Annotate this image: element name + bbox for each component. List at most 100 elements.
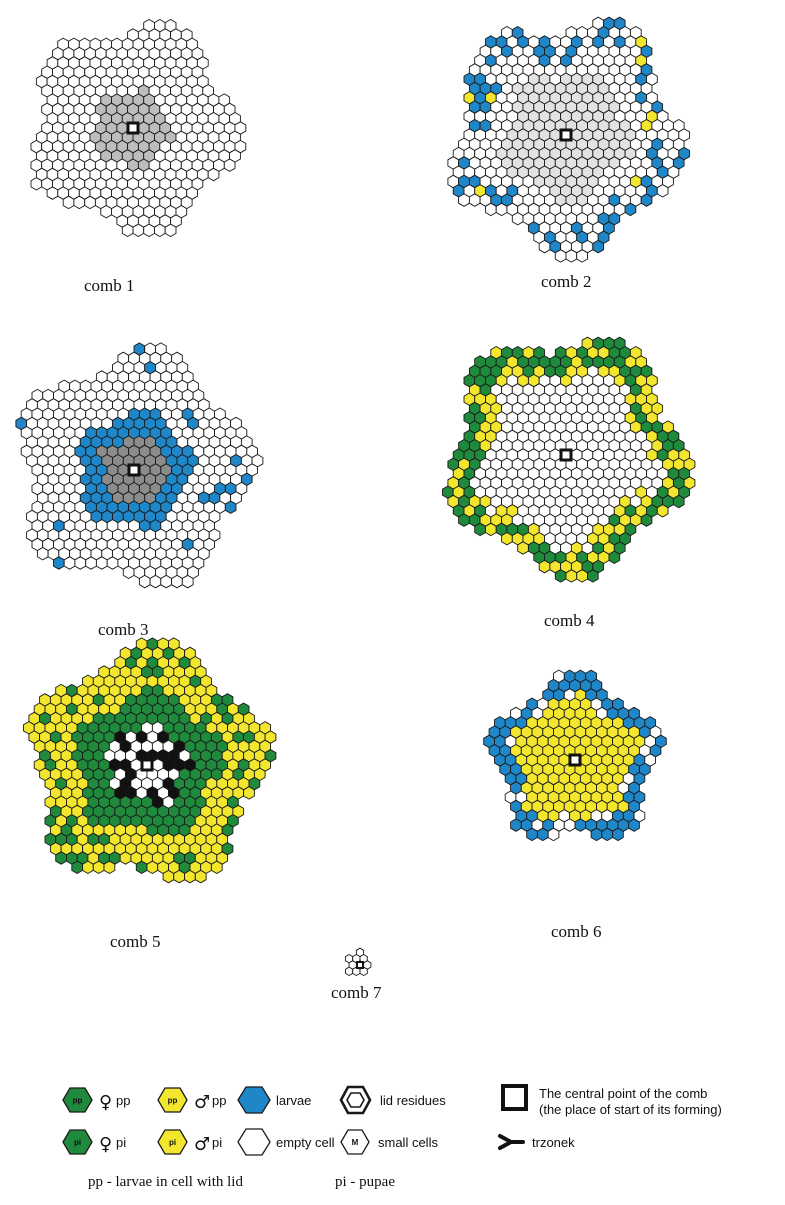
female-symbol-icon: ♀ <box>99 1134 112 1155</box>
comb-cell <box>629 819 640 831</box>
central-point-square-icon <box>561 450 571 460</box>
central-point-square-icon <box>357 962 363 968</box>
legend-lid-residues: lid residues <box>341 1087 446 1113</box>
comb-cell <box>47 187 58 199</box>
legend-footnote-pp: pp - larvae in cell with lid <box>88 1174 243 1190</box>
comb-cell <box>72 861 83 873</box>
comb-cell <box>641 514 652 526</box>
legend: pp ♀ pp pp ♂ pp larvae lid residues The … <box>63 1086 722 1190</box>
comb-cell <box>539 240 550 252</box>
female-symbol-icon: ♀ <box>99 1092 112 1113</box>
comb-cell <box>147 861 158 873</box>
trzonek-icon <box>500 1136 523 1148</box>
male-symbol-icon: ♂ <box>194 1134 210 1155</box>
larvae-hexagon-icon <box>238 1087 270 1113</box>
legend-female-pi: pi ♀ pi <box>63 1130 126 1155</box>
comb-cell <box>139 575 150 587</box>
comb-cell <box>346 967 353 975</box>
comb-cell <box>593 240 604 252</box>
comb-cell <box>123 566 134 578</box>
legend-female-pi-label: pi <box>116 1135 126 1150</box>
legend-male-pi-label: pi <box>212 1135 222 1150</box>
green-pp-inner: pp <box>73 1096 83 1105</box>
comb-cell <box>511 819 522 831</box>
comb-cell <box>63 196 74 208</box>
comb-cell <box>577 570 588 582</box>
legend-footnote-pi: pi - pupae <box>335 1174 395 1190</box>
comb-cell <box>548 828 559 840</box>
comb-cell <box>244 787 255 799</box>
comb-cell <box>161 575 172 587</box>
comb-cell <box>37 548 48 560</box>
comb-cell <box>104 861 115 873</box>
comb-cell <box>185 870 196 882</box>
legend-trzonek: trzonek <box>500 1135 575 1150</box>
central-point-square-icon <box>129 465 139 475</box>
comb-cell <box>122 224 133 236</box>
comb-2-label: comb 2 <box>541 272 592 291</box>
comb-cell <box>165 224 176 236</box>
comb-cell <box>208 168 219 180</box>
central-point-square-icon <box>142 760 152 770</box>
legend-central-point: The central point of the comb (the place… <box>503 1086 722 1117</box>
comb-cell <box>74 196 85 208</box>
comb-cell <box>657 505 668 517</box>
comb-cell <box>172 575 183 587</box>
comb-cell <box>577 250 588 262</box>
comb-cell <box>566 250 577 262</box>
empty-cell-hexagon-icon <box>238 1129 270 1155</box>
comb-cell <box>195 870 206 882</box>
legend-male-pi: pi ♂ pi <box>158 1130 222 1155</box>
comb-cell <box>564 819 575 831</box>
comb-cell <box>54 557 65 569</box>
comb-cell <box>486 203 497 215</box>
comb-cell <box>101 206 112 218</box>
male-symbol-icon: ♂ <box>194 1092 210 1113</box>
comb-cell <box>502 533 513 545</box>
comb-cell <box>537 828 548 840</box>
comb-cell <box>182 575 193 587</box>
comb-cell <box>86 557 97 569</box>
legend-lid-residues-label: lid residues <box>380 1093 446 1108</box>
comb-4-label: comb 4 <box>544 611 595 630</box>
legend-empty-cell: empty cell <box>238 1129 335 1155</box>
comb-cell <box>133 224 144 236</box>
legend-male-pp: pp ♂ pp <box>158 1088 226 1113</box>
legend-male-pp-label: pp <box>212 1093 226 1108</box>
comb-cell <box>657 185 668 197</box>
legend-larvae-label: larvae <box>276 1093 311 1108</box>
comb-cell <box>31 178 42 190</box>
comb-cell <box>591 828 602 840</box>
comb-cell <box>96 557 107 569</box>
central-point-square-icon <box>128 123 138 133</box>
comb-cell <box>93 861 104 873</box>
comb-cell <box>566 570 577 582</box>
comb-cell <box>527 828 538 840</box>
legend-larvae: larvae <box>238 1087 311 1113</box>
comb-cell <box>85 196 96 208</box>
legend-central-point-line2: (the place of start of its forming) <box>539 1102 722 1117</box>
comb-cell <box>224 159 235 171</box>
comb-cell <box>588 570 599 582</box>
comb-1-label: comb 1 <box>84 276 135 295</box>
comb-cell <box>459 514 470 526</box>
comb-cell <box>155 224 166 236</box>
comb-cell <box>56 852 67 864</box>
lid-residues-hexagon-icon <box>341 1087 370 1113</box>
comb-cell <box>174 870 185 882</box>
comb-cell <box>459 194 470 206</box>
legend-small-cells: M small cells <box>341 1130 438 1154</box>
comb-cell <box>613 828 624 840</box>
comb-7-label: comb 7 <box>331 983 382 1002</box>
comb-cell <box>136 861 147 873</box>
comb-cell <box>641 194 652 206</box>
comb-cell <box>673 495 684 507</box>
comb-cell <box>150 575 161 587</box>
comb-5-label: comb 5 <box>110 932 161 951</box>
yellow-pi-inner: pi <box>169 1138 176 1147</box>
central-point-square-icon <box>503 1086 526 1109</box>
comb-6-cells <box>484 670 667 841</box>
comb-5-cells <box>24 638 276 883</box>
comb-cell <box>211 861 222 873</box>
